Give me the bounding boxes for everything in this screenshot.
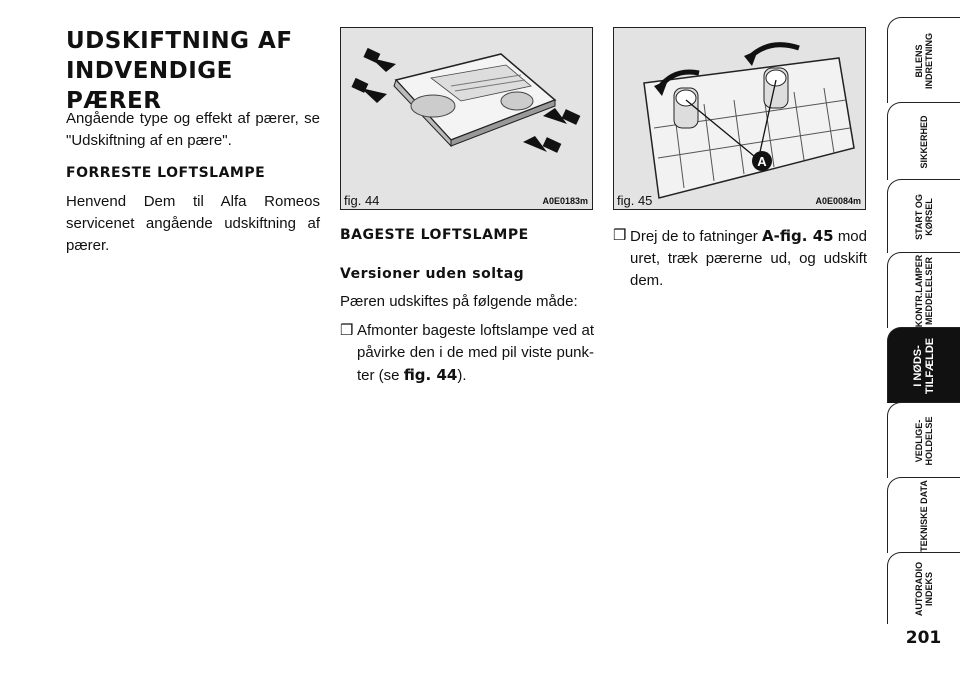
ceiling-lamp-illustration xyxy=(351,47,581,153)
figure-45-code: A0E0084m xyxy=(815,196,861,206)
figure-44-code: A0E0183m xyxy=(542,196,588,206)
holders-bullet-text: mod uret, træk pærerne ud, og udskift de… xyxy=(630,228,867,289)
rear-lamp-heading: BAGESTE LOFTSLAMPE xyxy=(340,227,529,243)
figure-45-caption: fig. 45 xyxy=(617,193,653,208)
rear-lamp-bullet-text: Afmonter bageste loftslampe ved at påvir… xyxy=(357,322,594,384)
checkbox-bullet-icon: ❒ xyxy=(613,227,627,244)
rear-lamp-bullet: ❒ Afmonter bageste loftslampe ved at påv… xyxy=(340,320,594,387)
chapter-tabs: BILENS INDRETNING SIKKERHED START OG KØR… xyxy=(887,0,960,677)
intro-paragraph: Angående type og effekt af pærer, se "Ud… xyxy=(66,110,320,149)
tab-label: I NØDS- TILFÆLDE xyxy=(912,337,936,394)
tab-label: BILENS INDRETNING xyxy=(914,32,934,89)
fig-45-reference: A-fig. 45 xyxy=(762,227,834,245)
holders-bullet: ❒ Drej de to fatninger A-fig. 45 mod ure… xyxy=(613,225,867,292)
page-title-line1: UDSKIFTNING AF xyxy=(66,28,293,54)
checkbox-bullet-icon: ❒ xyxy=(340,322,354,339)
callout-a-label: A xyxy=(757,154,767,169)
tab-tekniske-data[interactable]: TEKNISKE DATA xyxy=(887,477,960,553)
page-title: UDSKIFTNING AF INDVENDIGE PÆRER xyxy=(66,26,326,116)
tab-label: AUTORADIO INDEKS xyxy=(914,561,934,616)
tab-sikkerhed[interactable]: SIKKERHED xyxy=(887,102,960,180)
page-number: 201 xyxy=(905,628,942,648)
lamp-holders-illustration: A xyxy=(643,42,855,199)
rear-lamp-text: Pæren udskiftes på følgende måde: xyxy=(340,293,578,310)
tab-label: START OG KØRSEL xyxy=(914,193,934,240)
tab-start-og-korsel[interactable]: START OG KØRSEL xyxy=(887,179,960,253)
figure-44-caption: fig. 44 xyxy=(344,193,380,208)
callout-a-marker xyxy=(752,151,772,171)
tab-label: KONTR.LAMPER MEDDELELSER xyxy=(914,254,934,327)
tab-kontrollamper[interactable]: KONTR.LAMPER MEDDELELSER xyxy=(887,252,960,328)
holders-bullet-pre: Drej de to fatninger xyxy=(630,228,763,245)
tab-i-nodstilfaelde[interactable]: I NØDS- TILFÆLDE xyxy=(887,327,960,403)
fig-44-reference: fig. 44 xyxy=(403,366,458,384)
tab-vedligeholdelse[interactable]: VEDLIGE- HOLDELSE xyxy=(887,402,960,478)
tab-label: TEKNISKE DATA xyxy=(919,479,929,552)
tab-label: VEDLIGE- HOLDELSE xyxy=(914,415,934,466)
tab-bilens-indretning[interactable]: BILENS INDRETNING xyxy=(887,17,960,103)
version-heading: Versioner uden soltag xyxy=(340,266,525,282)
front-lamp-text: Henvend Dem til Alfa Romeos servicenet a… xyxy=(66,193,320,254)
front-lamp-heading: FORRESTE LOFTSLAMPE xyxy=(66,165,266,181)
tab-label: SIKKERHED xyxy=(919,114,929,169)
tab-autoradio-indeks[interactable]: AUTORADIO INDEKS xyxy=(887,552,960,624)
rear-lamp-bullet-end: ). xyxy=(457,367,467,384)
figure-45: A xyxy=(613,27,866,210)
page-title-line2: INDVENDIGE PÆRER xyxy=(66,58,233,114)
figure-44 xyxy=(340,27,593,210)
